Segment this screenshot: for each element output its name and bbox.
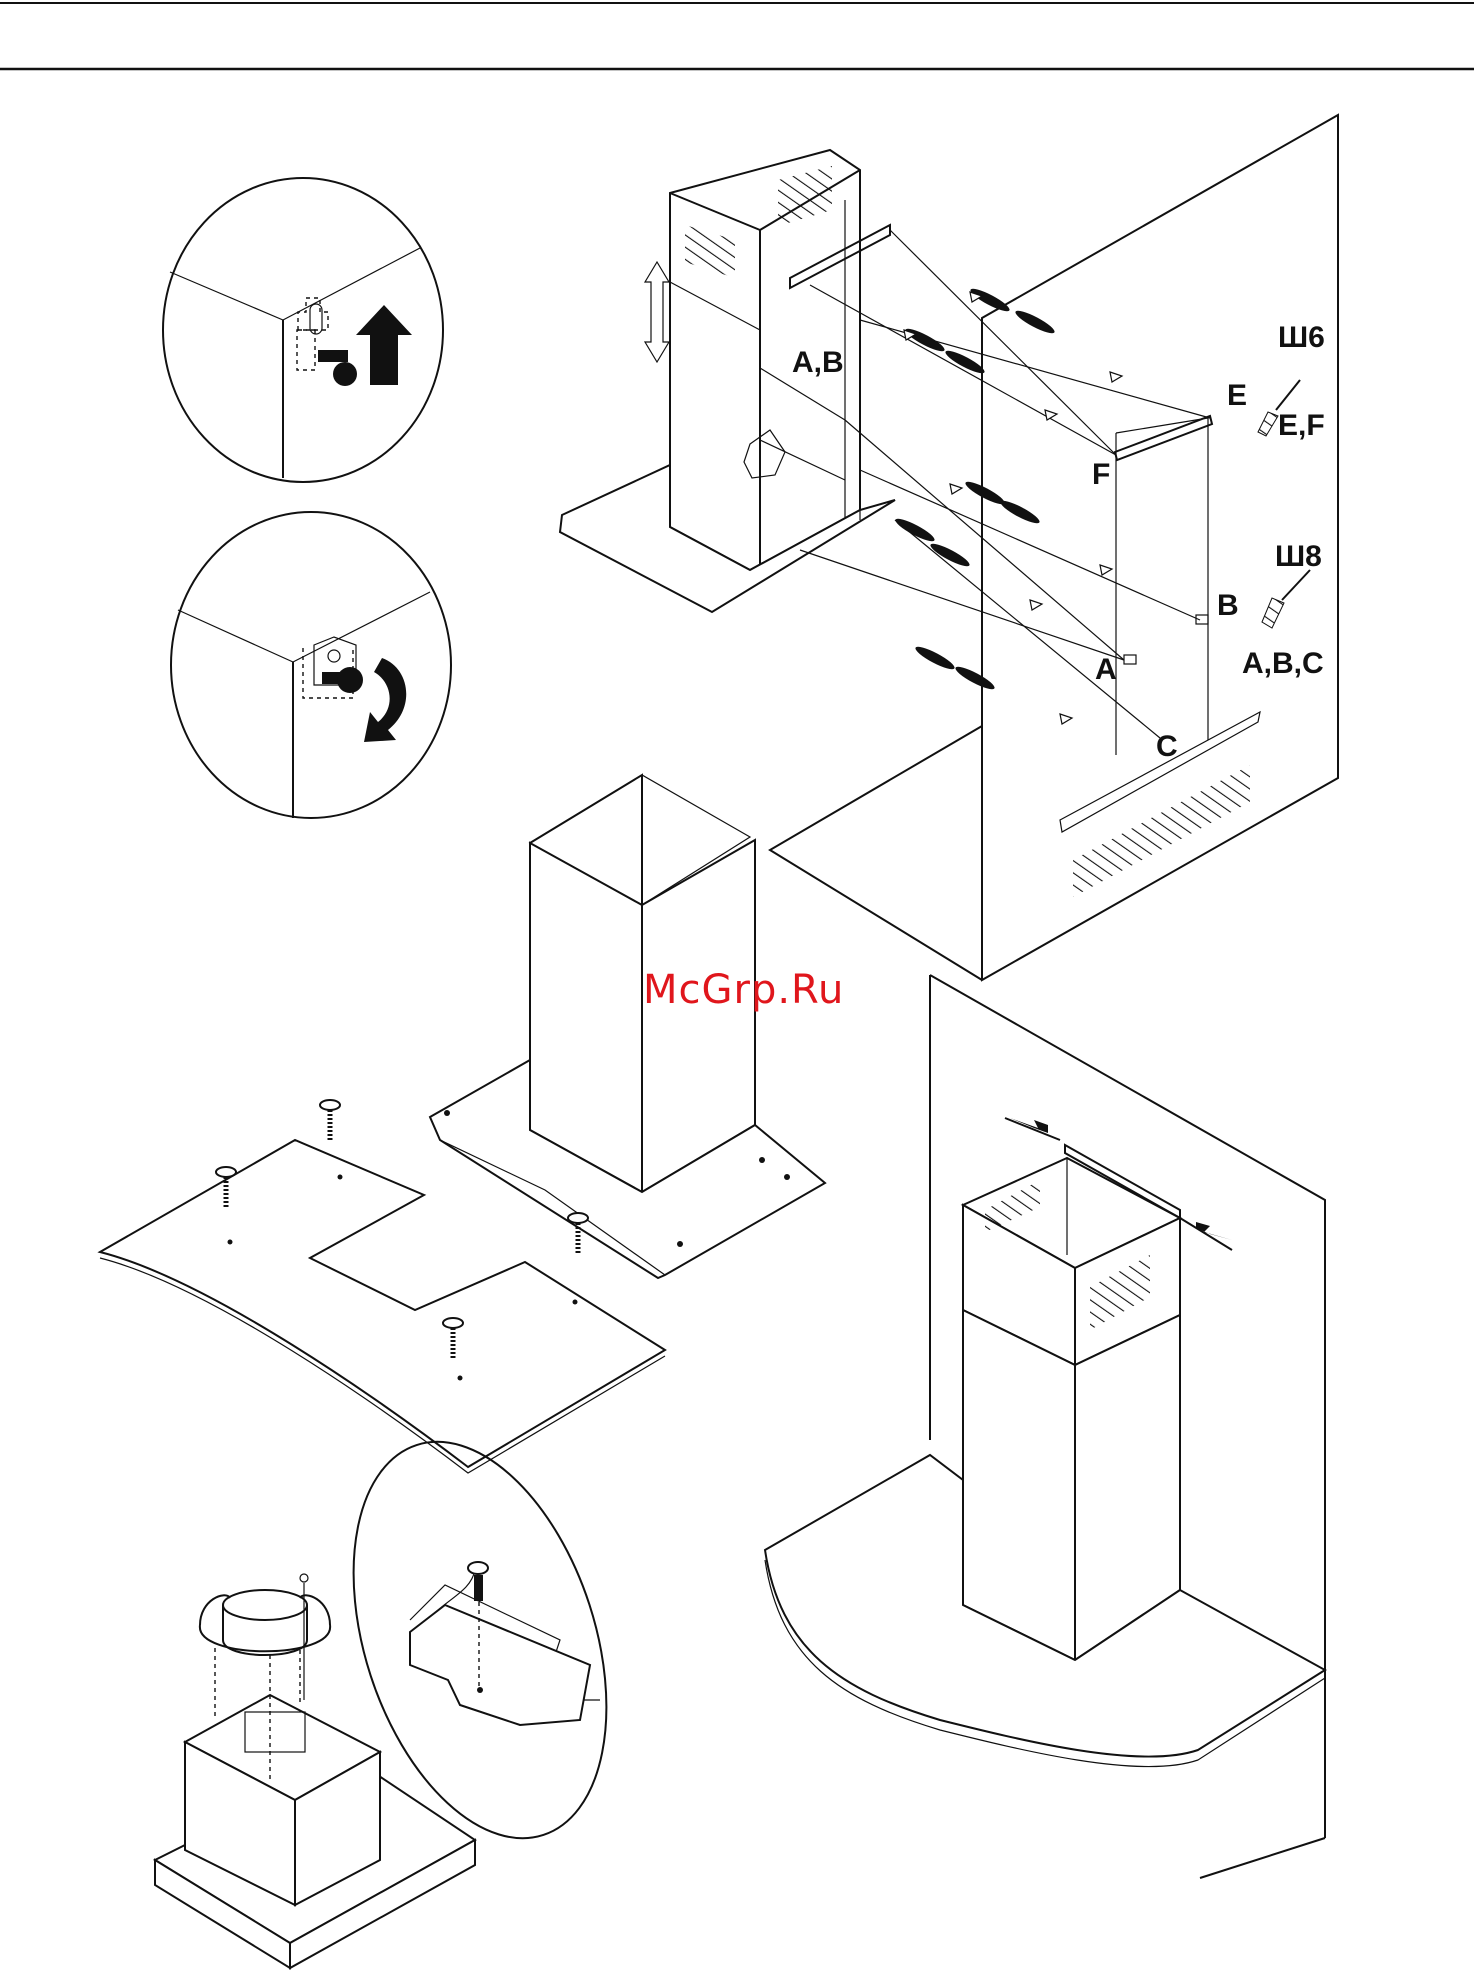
drill-bit-8-icon xyxy=(1262,570,1310,628)
assembled-hood xyxy=(765,975,1325,1878)
rotate-arrow-icon xyxy=(364,658,406,742)
chimney-hood xyxy=(430,775,825,1278)
watermark: McGrp.Ru xyxy=(643,967,844,1013)
label-b: B xyxy=(1217,589,1239,622)
label-abc: A,B,C xyxy=(1242,647,1324,680)
arrow-up-icon xyxy=(356,305,412,385)
double-arrow-icon xyxy=(645,262,669,362)
label-drill-8: Ш8 xyxy=(1275,540,1322,573)
screw-icon xyxy=(318,350,348,362)
label-ab-top: A,B xyxy=(792,346,844,379)
header-rules xyxy=(0,3,1474,69)
label-drill-6: Ш6 xyxy=(1278,321,1325,354)
label-e: E xyxy=(1227,379,1247,412)
detail-circle-rotate xyxy=(171,512,451,818)
wall-mount-assembly xyxy=(560,115,1338,980)
arrow-in-icon xyxy=(1010,1118,1048,1133)
detail-circle-hook-up xyxy=(163,178,443,482)
label-c: C xyxy=(1156,730,1178,763)
label-a: A xyxy=(1095,653,1117,686)
label-f: F xyxy=(1092,458,1110,491)
label-ef: E,F xyxy=(1278,409,1325,442)
part-labels: A,B E F B A C Ш6 E,F Ш8 A,B,C xyxy=(792,321,1325,763)
